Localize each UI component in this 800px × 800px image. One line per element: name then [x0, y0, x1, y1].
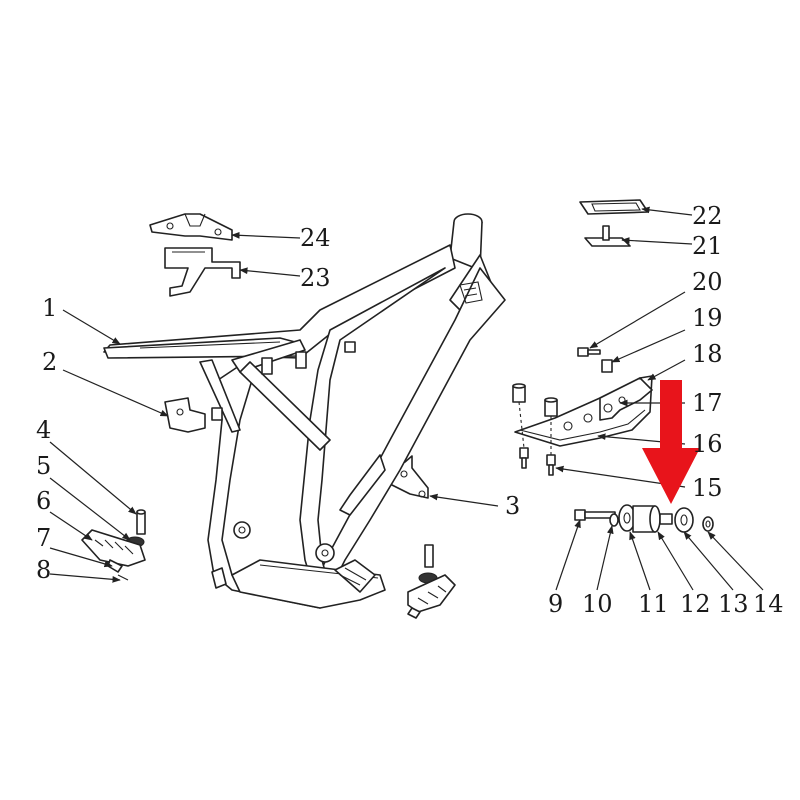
part-13-spacer: [659, 507, 694, 533]
label-2: 2: [42, 348, 57, 376]
part-14-nut: [702, 516, 714, 532]
label-24: 24: [300, 224, 331, 252]
part-21-pad: [584, 225, 631, 247]
part-1-main-frame: [103, 213, 506, 609]
part-9-pivot-bolt: [574, 509, 616, 521]
part-17-spacer: [512, 383, 558, 417]
part-16-skid-plate: [514, 375, 653, 447]
label-10: 10: [582, 590, 613, 618]
part-4-pin: [136, 509, 146, 535]
right-footpeg: [407, 544, 456, 619]
label-6: 6: [36, 487, 51, 515]
part-8-cotter: [117, 574, 129, 581]
part-10-washer: [609, 513, 619, 527]
label-15: 15: [692, 474, 723, 502]
part-15-bolts: [518, 401, 556, 476]
label-13: 13: [718, 590, 749, 618]
label-22: 22: [692, 202, 723, 230]
label-19: 19: [692, 304, 723, 332]
part-12-collar: [632, 505, 661, 533]
part-labels: 1 2 3 4 5 6 7 8 9 10 11 12 13 14 15 16 1…: [36, 202, 784, 618]
part-22-plate: [579, 199, 649, 215]
label-16: 16: [692, 430, 723, 458]
label-7: 7: [36, 524, 51, 552]
label-17: 17: [692, 389, 723, 417]
label-9: 9: [548, 590, 563, 618]
part-20-bolt: [577, 347, 601, 357]
label-5: 5: [36, 452, 51, 480]
red-arrow-down-icon: [642, 380, 700, 504]
label-20: 20: [692, 268, 723, 296]
label-11: 11: [638, 590, 669, 618]
part-6-footpeg: [81, 529, 146, 567]
label-8: 8: [36, 556, 51, 584]
leader-lines: [49, 206, 764, 591]
label-23: 23: [300, 264, 331, 292]
part-2-bracket: [164, 397, 206, 433]
label-21: 21: [692, 232, 723, 260]
label-3: 3: [505, 492, 520, 520]
part-24-bracket: [149, 213, 233, 241]
label-14: 14: [753, 590, 784, 618]
label-12: 12: [680, 590, 711, 618]
label-18: 18: [692, 340, 723, 368]
label-4: 4: [36, 416, 51, 444]
part-19-spacer: [601, 359, 613, 373]
label-1: 1: [42, 294, 57, 322]
part-23-bracket: [164, 247, 241, 297]
